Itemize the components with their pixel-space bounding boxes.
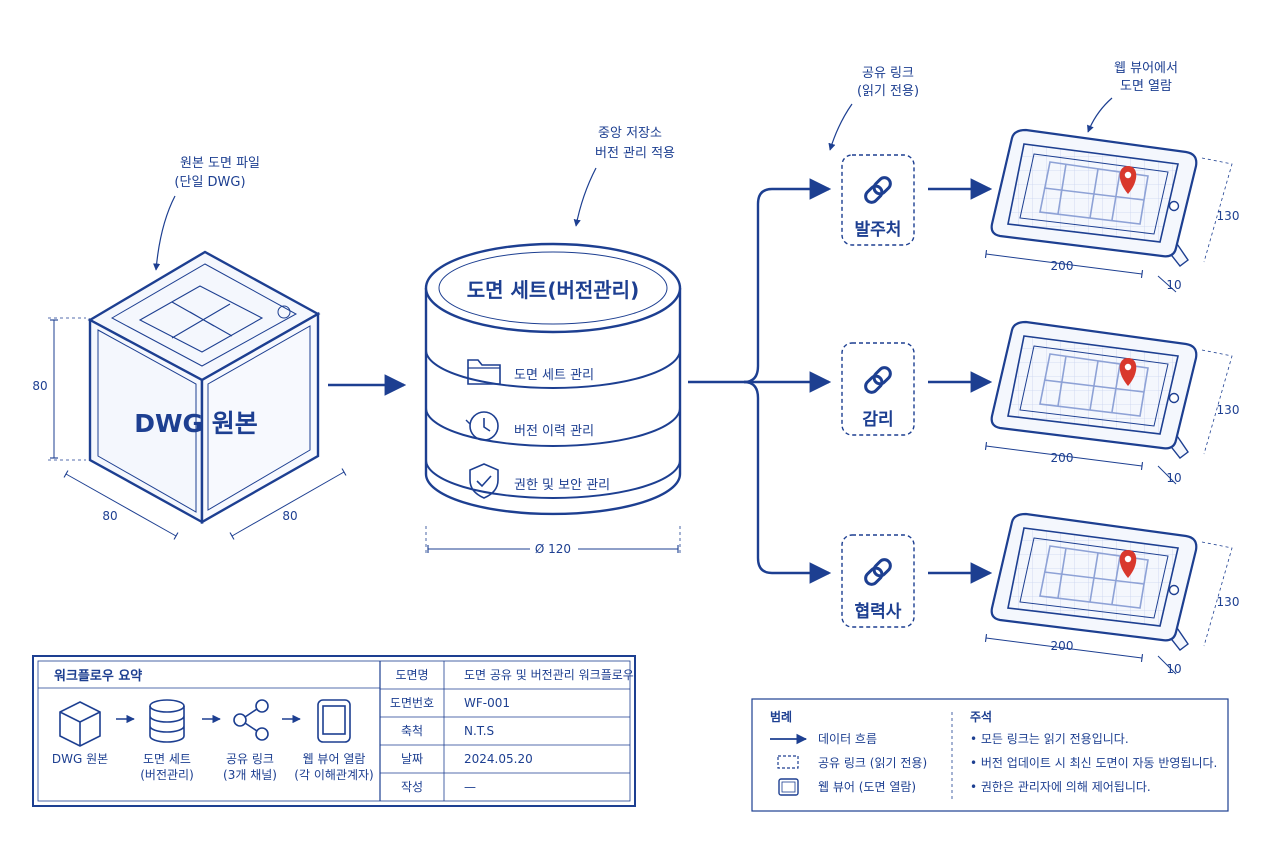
link-to-viewer-arrows xyxy=(928,178,993,584)
tablet-dim-width: 200 xyxy=(1051,259,1074,273)
viewer-callout: 웹 뷰어에서 도면 열람 xyxy=(1087,61,1178,133)
info-label: 도면명 xyxy=(395,668,428,682)
cube-dimensions: 80 80 80 xyxy=(32,317,347,540)
dwg-cube: DWG 원본 xyxy=(87,250,321,525)
share-link-card[interactable]: 감리 xyxy=(841,342,915,436)
cylinder-dim-diameter: Ø 120 xyxy=(535,542,571,556)
cube-dim-height: 80 xyxy=(32,379,47,393)
share-callout: 공유 링크 (읽기 전용) xyxy=(828,66,919,151)
workflow-summary-panel: 워크플로우 요약 DWG 원본 도면 세트 (버전관리) 공유 링크 (3개 채… xyxy=(32,655,636,807)
viewer-callout-line2: 도면 열람 xyxy=(1120,79,1172,94)
legend-title: 범례 xyxy=(770,709,792,724)
summary-step-sublabel: (3개 채널) xyxy=(223,768,277,782)
storage-feature-label: 버전 이력 관리 xyxy=(514,424,594,439)
info-value: — xyxy=(464,780,476,794)
tablet-dim-depth: 10 xyxy=(1166,662,1181,676)
tablet-icon xyxy=(317,699,351,743)
info-value: 도면 공유 및 버전관리 워크플로우 xyxy=(464,668,634,682)
summary-step-sublabel: (각 이해관계자) xyxy=(294,768,373,782)
notes-title: 주석 xyxy=(970,710,992,724)
summary-title: 워크플로우 요약 xyxy=(54,668,142,684)
source-callout: 원본 도면 파일 (단일 DWG) xyxy=(152,156,260,271)
clock-icon xyxy=(465,411,499,441)
storage-callout-line2: 버전 관리 적용 xyxy=(595,146,675,161)
summary-step-label: 도면 세트 xyxy=(143,752,191,766)
storage-feature-label: 권한 및 보안 관리 xyxy=(514,478,610,493)
storage-callout-line1: 중앙 저장소 xyxy=(598,126,662,141)
summary-step-label: 웹 뷰어 열람 xyxy=(303,752,366,766)
tablet-dim-depth: 10 xyxy=(1166,471,1181,485)
storage-cylinder: 도면 세트(버전관리) 도면 세트 관리 버전 이력 관리 권한 및 보안 관리 xyxy=(424,242,682,516)
source-callout-line1: 원본 도면 파일 xyxy=(180,156,260,171)
cube-icon xyxy=(59,701,101,747)
share-link-card[interactable]: 협력사 xyxy=(841,534,915,628)
info-value: WF-001 xyxy=(464,696,510,710)
database-icon xyxy=(149,699,185,743)
tablet-dim-depth: 10 xyxy=(1166,278,1181,292)
tablet-dim-height: 130 xyxy=(1217,595,1240,609)
folder-icon xyxy=(467,359,501,385)
tablet-icon xyxy=(778,778,799,796)
cube-dim-width: 80 xyxy=(102,509,117,523)
summary-step-sublabel: (버전관리) xyxy=(140,768,194,782)
share-callout-line1: 공유 링크 xyxy=(862,66,914,81)
info-value: N.T.S xyxy=(464,724,494,738)
share-link-label: 협력사 xyxy=(855,601,902,622)
shield-check-icon xyxy=(469,463,499,499)
tablet-viewer xyxy=(990,128,1198,268)
info-label: 작성 xyxy=(401,780,423,794)
share-link-label: 감리 xyxy=(862,410,893,430)
tablet-dim-width: 200 xyxy=(1051,639,1074,653)
cylinder-dimension: Ø 120 xyxy=(426,526,680,556)
share-icon xyxy=(233,699,269,741)
note-item: • 권한은 관리자에 의해 제어됩니다. xyxy=(970,780,1151,794)
source-callout-line2: (단일 DWG) xyxy=(174,175,245,190)
legend-panel: 범례 데이터 흐름 공유 링크 (읽기 전용) 웹 뷰어 (도면 열람) 주석 … xyxy=(751,698,1229,812)
tablet-dimensions: 200 130 10 xyxy=(984,349,1240,485)
summary-step-label: 공유 링크 xyxy=(226,752,274,766)
storage-title: 도면 세트(버전관리) xyxy=(467,278,639,302)
note-item: • 모든 링크는 읽기 전용입니다. xyxy=(970,732,1129,746)
storage-feature-label: 도면 세트 관리 xyxy=(514,368,594,383)
tablet-dimensions: 200 130 10 xyxy=(984,157,1240,293)
dashed-box-icon xyxy=(777,755,799,769)
info-label: 도면번호 xyxy=(390,696,434,710)
info-value: 2024.05.20 xyxy=(464,752,533,766)
legend-item-label: 웹 뷰어 (도면 열람) xyxy=(818,780,916,794)
tablet-viewer xyxy=(990,320,1198,460)
branch-arrows xyxy=(688,178,832,584)
share-link-card[interactable]: 발주처 xyxy=(841,154,915,246)
viewer-callout-line1: 웹 뷰어에서 xyxy=(1114,61,1178,76)
note-item: • 버전 업데이트 시 최신 도면이 자동 반영됩니다. xyxy=(970,756,1217,770)
tablet-viewer xyxy=(990,512,1198,652)
storage-callout: 중앙 저장소 버전 관리 적용 xyxy=(573,126,675,227)
cube-label: DWG 원본 xyxy=(134,409,258,438)
cube-dim-depth: 80 xyxy=(282,509,297,523)
tablet-dim-height: 130 xyxy=(1217,209,1240,223)
info-label: 축척 xyxy=(401,724,423,738)
legend-item-label: 데이터 흐름 xyxy=(818,732,877,746)
legend-item-label: 공유 링크 (읽기 전용) xyxy=(818,756,927,770)
share-callout-line2: (읽기 전용) xyxy=(857,84,919,99)
summary-step-label: DWG 원본 xyxy=(52,752,108,766)
tablet-dim-height: 130 xyxy=(1217,403,1240,417)
info-label: 날짜 xyxy=(401,752,423,766)
tablet-dimensions: 200 130 10 xyxy=(984,541,1240,676)
share-link-label: 발주처 xyxy=(855,220,902,240)
tablet-dim-width: 200 xyxy=(1051,451,1074,465)
